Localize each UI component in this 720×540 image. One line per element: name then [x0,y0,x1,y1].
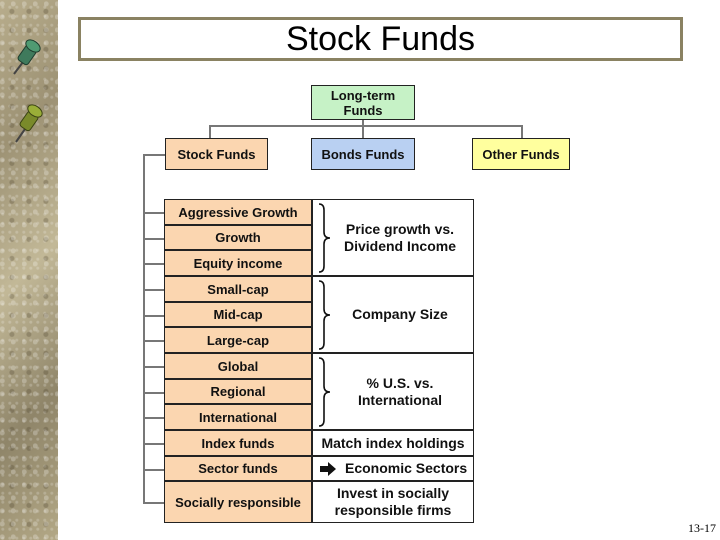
desc-company-size-label: Company Size [352,306,448,322]
bonds-funds-label: Bonds Funds [321,146,405,162]
connector-tick [143,443,165,445]
connector-tick [143,502,165,504]
desc-sector-label: Economic Sectors [345,460,468,476]
page-title: Stock Funds [286,19,475,58]
connector-vertical-trunk [143,154,145,504]
connector-other [521,125,523,138]
connector-tick [143,366,165,368]
node-bonds-funds: Bonds Funds [311,138,415,170]
category-item: Index funds [164,430,312,456]
category-item: Aggressive Growth [164,199,312,225]
connector-tick [143,315,165,317]
category-item: Growth [164,225,312,250]
desc-index-funds: Match index holdings [312,430,474,456]
category-item: Global [164,353,312,379]
brace-icon [318,203,331,273]
pushpin-icon [13,39,41,75]
root-label-line1: Long-term [330,87,396,103]
connector-tick [143,392,165,394]
desc-us-international: % U.S. vs.International [312,353,474,430]
connector-tick [143,289,165,291]
connector-tick [143,263,165,265]
connector-tick [143,340,165,342]
connector-stock [209,125,211,138]
decorative-side-strip [0,0,58,540]
connector-tick [143,238,165,240]
category-item: Socially responsible [164,481,312,523]
connector-tick [143,417,165,419]
node-stock-funds: Stock Funds [165,138,268,170]
category-item: Mid-cap [164,302,312,327]
category-item: Regional [164,379,312,404]
other-funds-label: Other Funds [482,146,560,162]
desc-social-line1: Invest in socially [336,485,450,501]
connector-tick [143,469,165,471]
connector-stock-left [143,154,165,156]
desc-index-label: Match index holdings [321,434,465,451]
category-item: Equity income [164,250,312,276]
desc-social-line2: responsible firms [334,502,452,518]
slide-number: 13-17 [688,521,716,535]
stock-funds-label: Stock Funds [177,146,256,162]
brace-icon [318,357,331,427]
category-item: Sector funds [164,456,312,481]
connector-tick [143,212,165,214]
desc-price-growth-line1: Price growth vs. [345,220,455,237]
category-item: Small-cap [164,276,312,302]
desc-company-size: Company Size [312,276,474,353]
arrow-right-icon [320,461,336,476]
title-frame: Stock Funds [78,17,683,61]
desc-price-growth: Price growth vs.Dividend Income [312,199,474,276]
category-item: International [164,404,312,430]
desc-price-growth-line2: Dividend Income [343,237,457,254]
node-other-funds: Other Funds [472,138,570,170]
desc-us-intl-line1: % U.S. vs. [366,374,434,391]
desc-sector-funds: Economic Sectors [312,456,474,481]
root-label-line2: Funds [343,102,383,118]
connector-bonds [362,125,364,138]
pushpin-icon [15,104,43,143]
brace-icon [318,280,331,350]
category-item: Large-cap [164,327,312,353]
connector-root-down [362,119,364,126]
desc-us-intl-line2: International [357,391,442,408]
connector-horizontal [209,125,522,127]
